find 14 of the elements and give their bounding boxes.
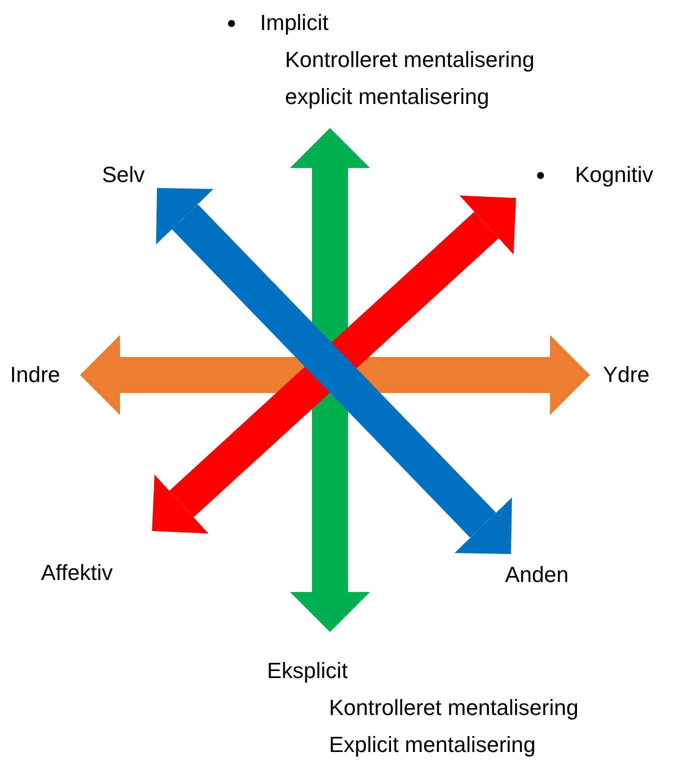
axis-label: Implicit [260,10,328,36]
list-item: Kontrolleret mentalisering [329,695,578,721]
double-arrow [80,335,590,415]
axis-label: Ydre [603,362,650,388]
axis-label: Kognitiv [575,162,654,188]
list-item: Explicit mentalisering [329,732,536,758]
axis-label: Eksplicit [267,658,348,684]
list-item: explicit mentalisering [285,84,490,110]
axis-label: Indre [10,362,60,388]
double-arrow [290,128,370,632]
axis-label: Selv [102,162,145,188]
list-item: Kontrolleret mentalisering [285,47,534,73]
axis-label: Anden [505,562,569,588]
axis-label: Affektiv [41,560,113,586]
